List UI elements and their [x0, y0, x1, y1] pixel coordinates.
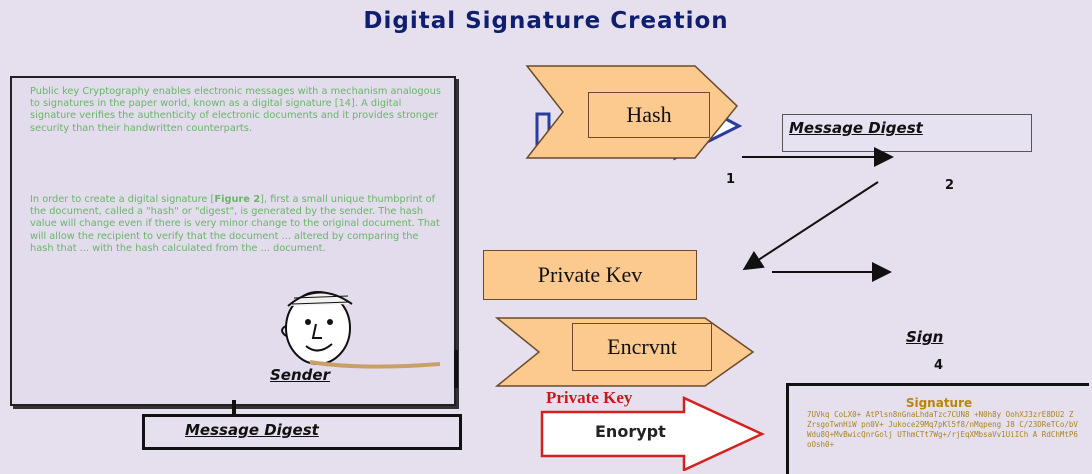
message-digest-box-top: Message Digest [782, 114, 1032, 152]
signature-box: Signature 7UVkq CoLX0+ AtPlsn8nGnaLhdaTz… [786, 383, 1089, 474]
signature-title: Signature [905, 396, 973, 410]
step-number-1: 1 [726, 172, 736, 187]
document-paragraph-2-end: ], first a small unique thumbprint of th… [30, 194, 440, 254]
hash-label: Hash [588, 92, 710, 138]
private-key-red-label: Private Key [546, 388, 633, 407]
arrow-digest-to-key [742, 181, 879, 271]
figure-reference: Figure 2 [214, 194, 261, 205]
document-box: Public key Cryptography enables electron… [10, 76, 456, 406]
document-paragraph-1: Public key Cryptography enables electron… [30, 86, 441, 134]
message-digest-box-bottom: Message Digest [142, 414, 462, 450]
message-digest-bottom-label: Message Digest [185, 421, 319, 439]
sender-face-illustration [281, 291, 458, 388]
sign-label: Sign [906, 328, 944, 346]
sender-label: Sender [270, 366, 330, 384]
doc-to-digest-connector [232, 400, 236, 416]
document-paragraph-2-start: In order to create a digital signature [ [30, 194, 215, 205]
encrypt-label: Encrvnt [572, 323, 712, 371]
step-number-2: 2 [945, 178, 955, 193]
signature-text: 7UVkq CoLX0+ AtPlsn8nGnaLhdaTzc7CUN8 +N0… [807, 410, 1078, 449]
diagram-title: Digital Signature Creation [363, 8, 729, 34]
encrypt-red-label: Enorypt [595, 422, 666, 441]
red-encrypt-arrow [540, 396, 765, 471]
message-digest-top-label: Message Digest [789, 119, 923, 137]
step-number-4: 4 [934, 358, 944, 373]
private-key-box: Private Kev [483, 250, 697, 300]
document-paragraph-2: In order to create a digital signature [… [30, 194, 442, 255]
